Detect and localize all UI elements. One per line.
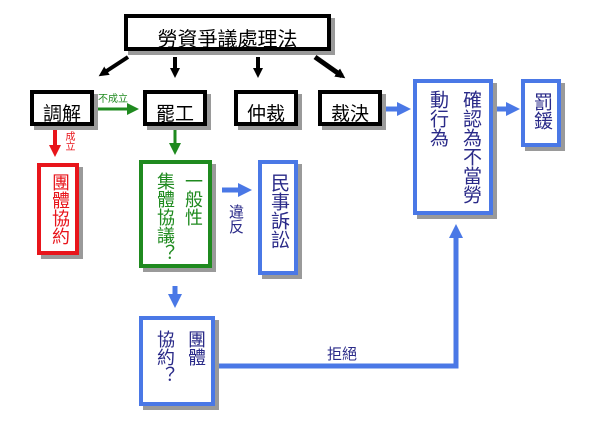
fine-text: 罰鍰 bbox=[531, 92, 553, 130]
general-collective-line2: 集體協議？ bbox=[154, 172, 175, 262]
arbitration-box: 仲裁 bbox=[234, 90, 298, 126]
civil-suit-box: 民事訴訟 bbox=[258, 160, 298, 275]
label-refuse: 拒絕 bbox=[327, 345, 358, 363]
mediation-text: 調解 bbox=[42, 103, 81, 125]
strike-box: 罷工 bbox=[143, 90, 207, 126]
confirm-unfair-line1: 確認為不當勞 bbox=[460, 90, 482, 204]
group-agreement-text: 團體協約 bbox=[49, 173, 70, 245]
civil-suit-text: 民事訴訟 bbox=[268, 173, 290, 249]
arrow-refuse-to-confirm bbox=[218, 224, 463, 369]
general-collective-box: 一般性 集體協議？ bbox=[139, 160, 212, 268]
confirm-unfair-box: 確認為不當勞 動行為 bbox=[413, 79, 493, 215]
label-established: 成立 bbox=[63, 131, 74, 151]
mediation-box: 調解 bbox=[30, 90, 94, 126]
strike-text: 罷工 bbox=[155, 103, 194, 125]
general-collective-line1: 一般性 bbox=[182, 172, 203, 226]
group-agreement-box: 團體協約 bbox=[37, 163, 79, 255]
title-box: 勞資爭議處理法 bbox=[124, 14, 331, 51]
title-text: 勞資爭議處理法 bbox=[157, 27, 298, 51]
group-agreement-q-box: 團體 協約？ bbox=[139, 316, 215, 406]
label-violation: 違反 bbox=[227, 204, 245, 234]
arrow-title-to-mediation bbox=[98, 55, 130, 77]
ruling-text: 裁決 bbox=[330, 103, 369, 125]
arrow-title-to-ruling bbox=[313, 54, 346, 79]
ruling-box: 裁決 bbox=[318, 90, 382, 126]
label-not-established: 不成立 bbox=[98, 94, 128, 105]
arbitration-text: 仲裁 bbox=[246, 103, 285, 125]
fine-box: 罰鍰 bbox=[521, 79, 561, 147]
confirm-unfair-line2: 動行為 bbox=[427, 90, 449, 147]
group-agreement-q-line2: 協約？ bbox=[154, 330, 175, 384]
group-agreement-q-line1: 團體 bbox=[185, 330, 206, 366]
